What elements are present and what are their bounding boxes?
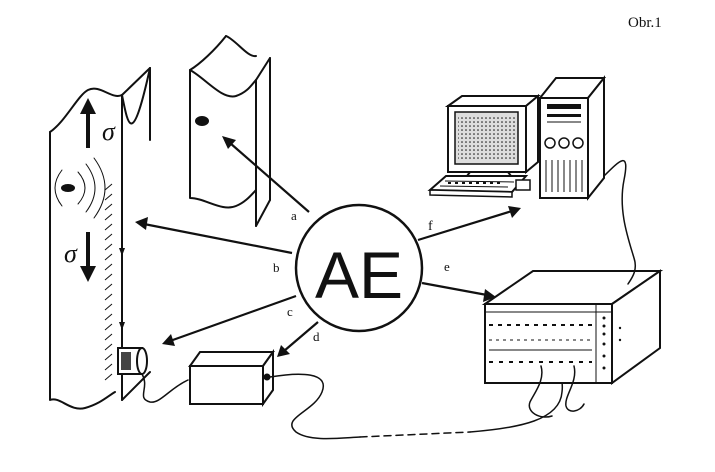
label-a: a — [291, 208, 297, 223]
computer-tower-icon — [537, 75, 607, 201]
arrow-d — [277, 321, 319, 357]
preamplifier-box-icon — [188, 348, 275, 408]
label-c: c — [287, 304, 293, 319]
keyboard-icon — [427, 175, 531, 198]
figure-label: Obr.1 — [628, 15, 662, 31]
ae-sensor-icon — [117, 347, 189, 403]
stress-down-arrow-head — [80, 266, 96, 282]
stress-up-arrow-head — [80, 98, 96, 114]
label-f: f — [428, 219, 433, 234]
label-d: d — [313, 329, 320, 344]
arrow-f — [417, 206, 521, 242]
label-e: e — [444, 259, 450, 274]
stress-symbol-bottom: σ — [64, 239, 78, 268]
arrow-e — [421, 281, 496, 302]
crack-source-icon — [61, 184, 75, 192]
arrow-a — [222, 136, 310, 213]
arrow-c — [162, 294, 297, 346]
computer-monitor-icon — [444, 93, 541, 181]
label-b: b — [273, 260, 280, 275]
ae-center-circle — [294, 203, 424, 333]
analyzer-instrument-icon — [481, 269, 664, 385]
arrow-b — [135, 217, 293, 255]
loaded-specimen-plate: σ σ — [49, 67, 189, 410]
stress-symbol-top: σ — [102, 117, 116, 146]
crack-source-upper-icon — [195, 116, 209, 126]
upper-specimen-plate — [189, 35, 271, 227]
ae-center-label: AE — [315, 238, 403, 312]
